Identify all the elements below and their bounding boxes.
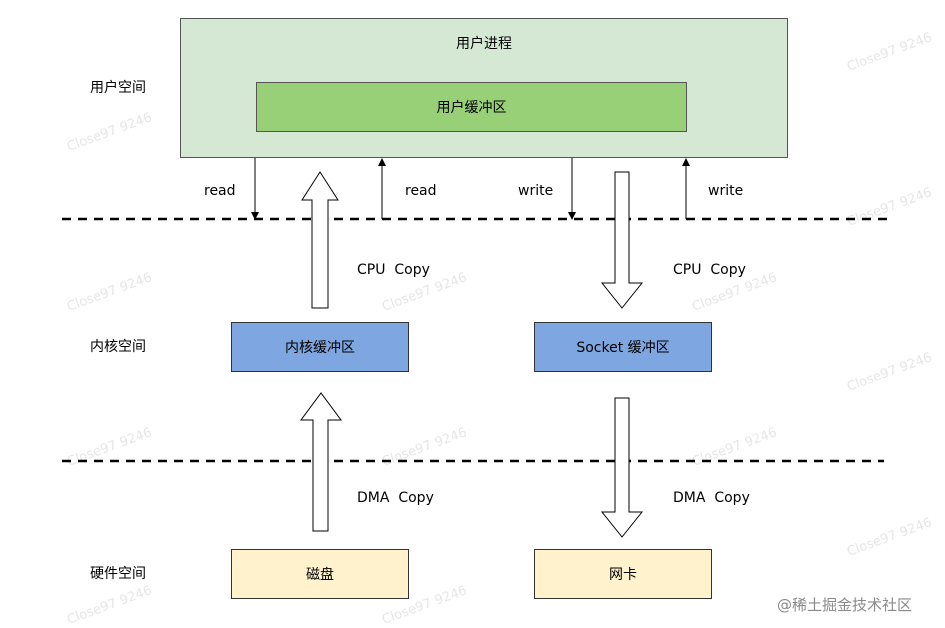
dma-copy-down-arrow bbox=[600, 397, 644, 538]
user-buffer-box: 用户缓冲区 bbox=[256, 82, 687, 132]
region-label-user-space: 用户空间 bbox=[90, 80, 146, 96]
dma-copy-up-arrow bbox=[300, 392, 342, 532]
dma-copy-left-label: DMA Copy bbox=[357, 490, 434, 506]
nic-label: 网卡 bbox=[609, 567, 637, 583]
kernel-buffer-label: 内核缓冲区 bbox=[285, 340, 355, 356]
region-label-kernel-space: 内核空间 bbox=[90, 339, 146, 355]
dma-copy-right-label: DMA Copy bbox=[673, 490, 750, 506]
user-buffer-label: 用户缓冲区 bbox=[436, 100, 507, 116]
cpu-copy-up-arrow bbox=[301, 171, 339, 309]
write-up-label: write bbox=[708, 183, 744, 199]
cpu-copy-down-arrow bbox=[600, 171, 644, 309]
write-down-label: write bbox=[518, 183, 554, 199]
disk-label: 磁盘 bbox=[306, 567, 334, 583]
region-label-hardware-space: 硬件空间 bbox=[90, 566, 146, 582]
user-process-label: 用户进程 bbox=[456, 36, 512, 52]
socket-buffer-label: Socket 缓冲区 bbox=[576, 340, 670, 356]
read-down-label: read bbox=[204, 183, 236, 199]
cpu-copy-right-label: CPU Copy bbox=[673, 262, 746, 278]
site-watermark: @稀土掘金技术社区 bbox=[777, 596, 913, 614]
nic-box: 网卡 bbox=[534, 549, 712, 599]
socket-buffer-box: Socket 缓冲区 bbox=[534, 322, 712, 372]
disk-box: 磁盘 bbox=[231, 549, 409, 599]
kernel-buffer-box: 内核缓冲区 bbox=[231, 322, 409, 372]
read-up-label: read bbox=[405, 183, 437, 199]
cpu-copy-left-label: CPU Copy bbox=[357, 262, 430, 278]
